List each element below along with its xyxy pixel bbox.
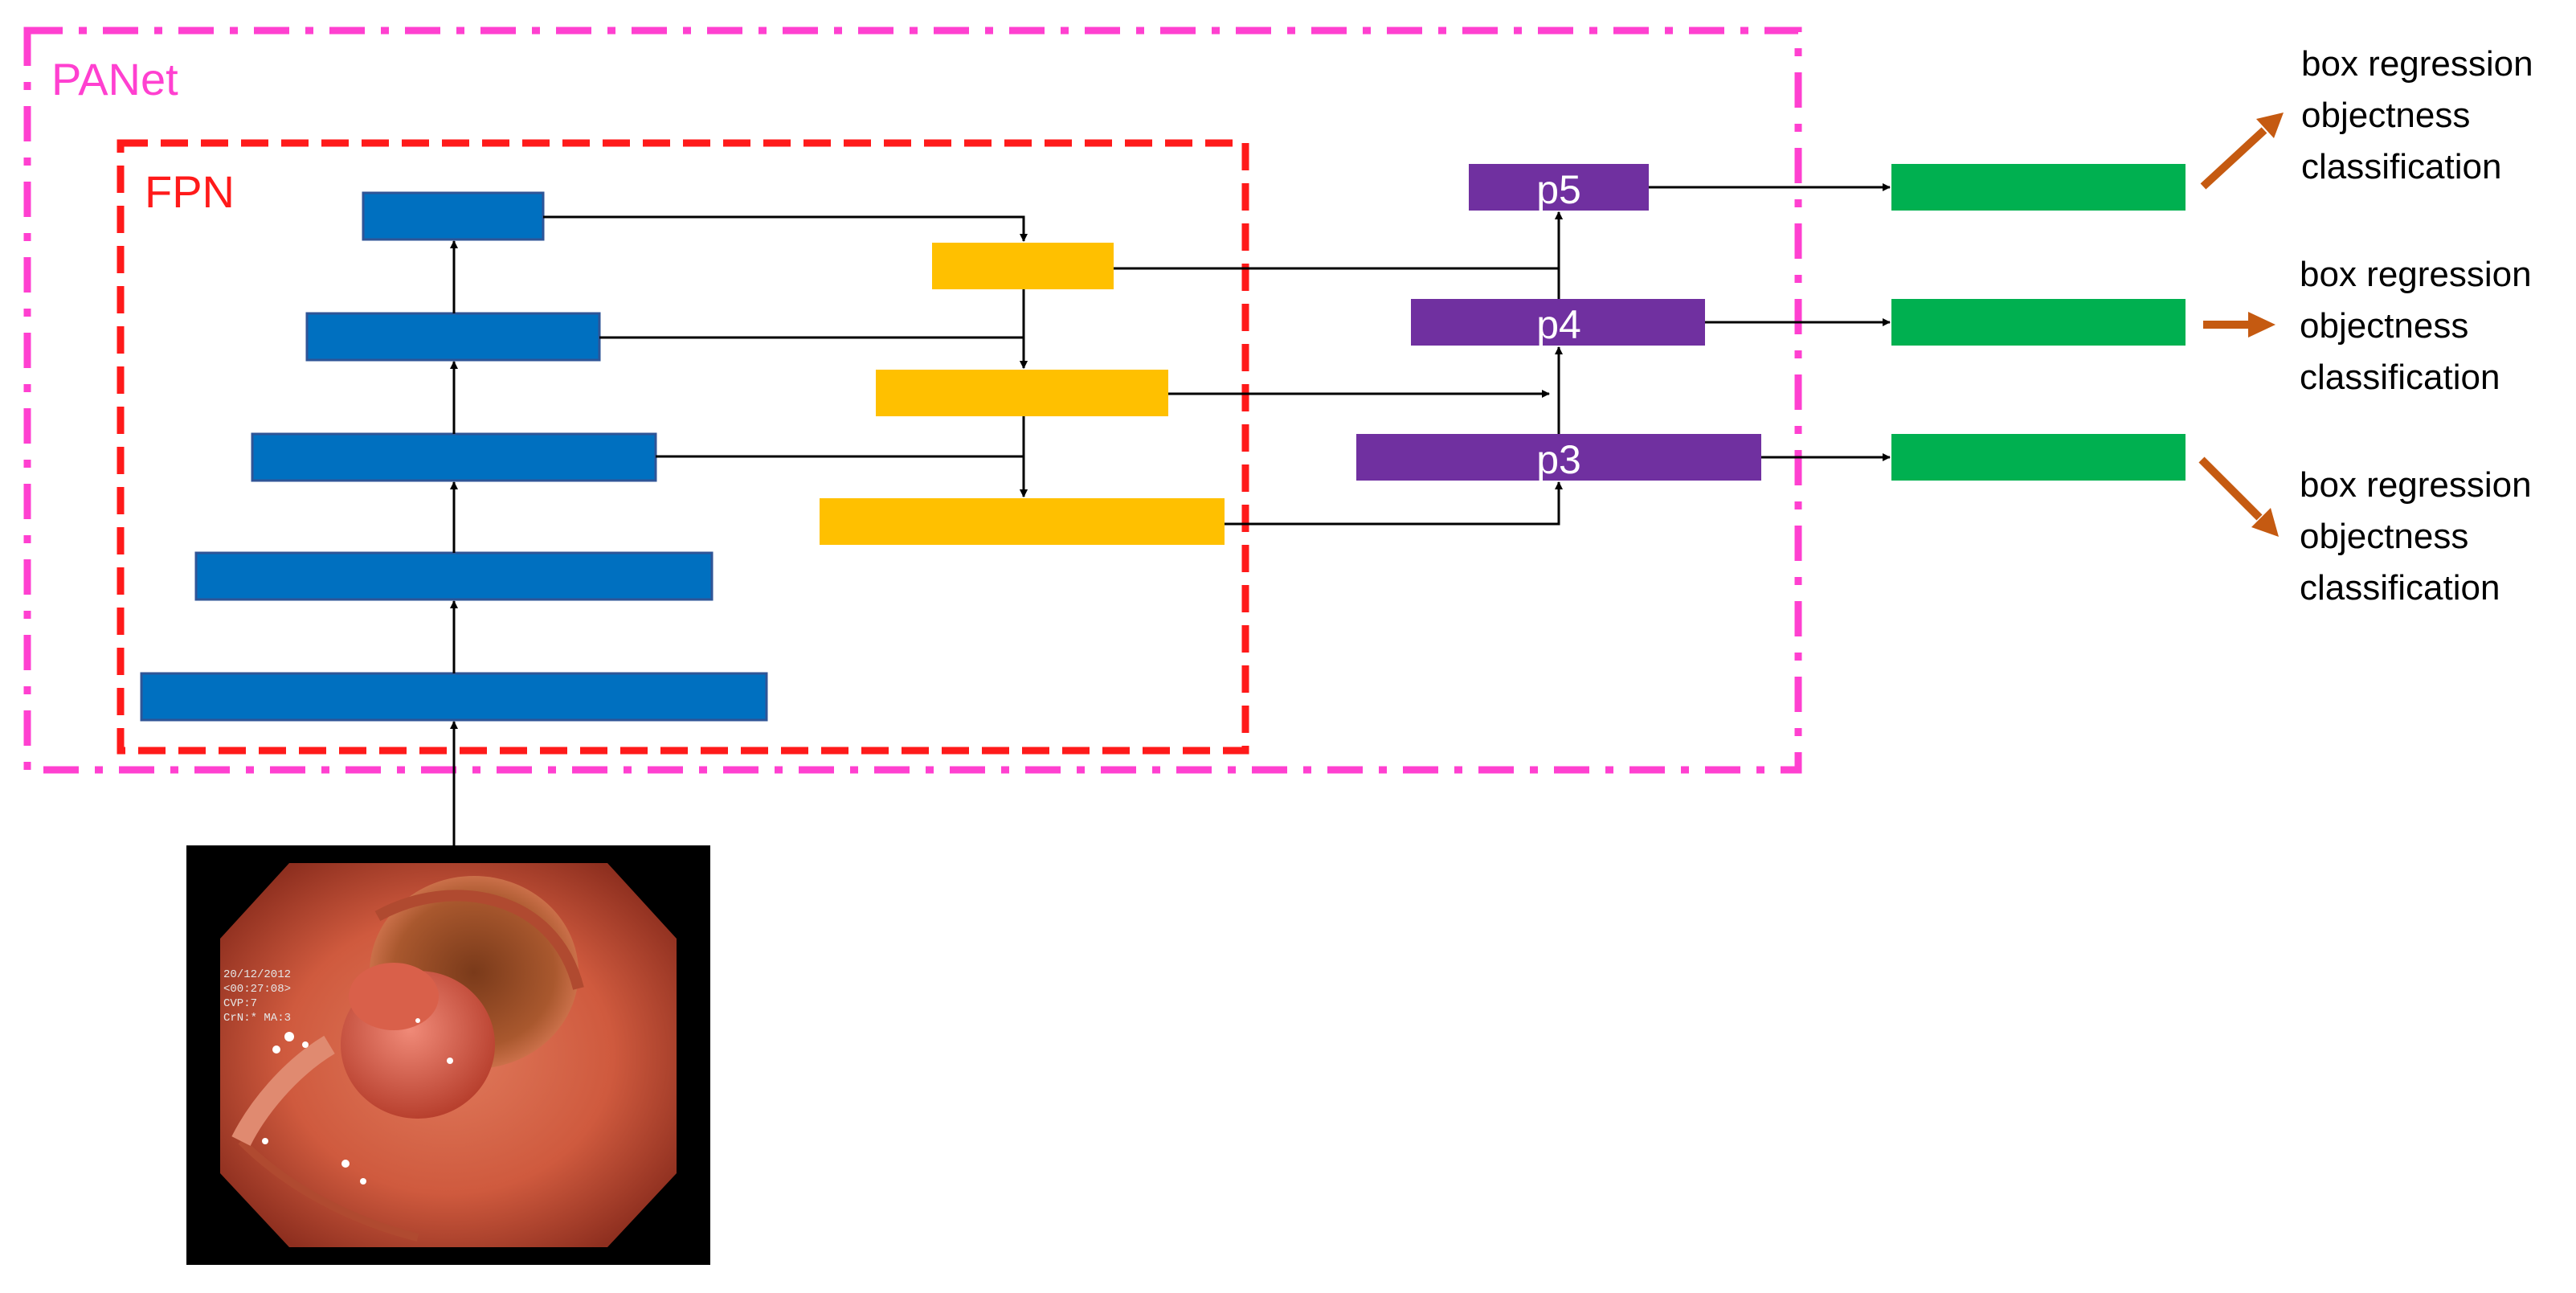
mucosal-fold xyxy=(374,890,584,990)
fpn-frame xyxy=(117,139,1249,755)
path-block-p3 xyxy=(1356,434,1761,481)
path-label-p4: p4 xyxy=(1536,302,1581,347)
head-3-line-3: classification xyxy=(2300,568,2500,608)
output-arrows xyxy=(2198,113,2284,537)
overlay-line-4: CrN:* MA:3 xyxy=(223,1012,291,1025)
output-arrow-3 xyxy=(2198,456,2263,521)
polyp xyxy=(349,963,439,1030)
head-2-line-3: classification xyxy=(2300,358,2500,397)
head-arrows xyxy=(1649,183,1891,461)
head-1-line-3: classification xyxy=(2301,147,2501,186)
path-label-p5: p5 xyxy=(1536,167,1581,212)
head-2-line-1: box regression xyxy=(2300,255,2532,294)
backbone-block-4 xyxy=(305,312,601,362)
panet-frame xyxy=(23,27,1802,774)
overlay-line-2: <00:27:08> xyxy=(223,983,291,996)
mucosal-fold xyxy=(238,1138,419,1242)
overlay-line-1: 20/12/2012 xyxy=(223,968,291,981)
head-block-1 xyxy=(1891,164,2186,211)
output-arrow-3-head xyxy=(2251,508,2279,537)
lateral-connections xyxy=(543,215,1028,497)
head-output-3: box regression objectness classification xyxy=(2300,465,2532,608)
topdown-block-3 xyxy=(820,498,1225,545)
specular-highlights xyxy=(262,1018,453,1185)
path-label-p3: p3 xyxy=(1536,437,1581,482)
output-arrow-1-head xyxy=(2256,113,2284,138)
panet-label: PANet xyxy=(51,54,178,104)
head-3-line-2: objectness xyxy=(2300,517,2468,556)
topdown-block-1 xyxy=(932,243,1114,289)
backbone-block-2 xyxy=(194,551,714,601)
head-output-2: box regression objectness classification xyxy=(2300,255,2532,397)
head-1-line-1: box regression xyxy=(2301,44,2533,84)
image-overlay-text: 20/12/2012 <00:27:08> CVP:7 CrN:* MA:3 xyxy=(223,968,291,1025)
head-block-2 xyxy=(1891,299,2186,346)
head-block-3 xyxy=(1891,434,2186,481)
path-block-p5 xyxy=(1469,164,1649,211)
backbone-block-3 xyxy=(251,432,657,482)
output-arrow-2-head xyxy=(2248,312,2275,338)
fpn-label: FPN xyxy=(145,166,235,217)
input-endoscopy-image: 20/12/2012 <00:27:08> CVP:7 CrN:* MA:3 xyxy=(186,845,710,1265)
head-3-line-1: box regression xyxy=(2300,465,2532,505)
head-output-1: box regression objectness classification xyxy=(2301,44,2533,186)
path-block-p4 xyxy=(1411,299,1705,346)
polyp-stalk xyxy=(231,1035,335,1146)
output-arrow-1 xyxy=(2200,127,2267,190)
head-1-line-2: objectness xyxy=(2301,96,2470,135)
topdown-block-2 xyxy=(876,370,1168,416)
backbone-block-5 xyxy=(362,191,545,241)
backbone-block-1 xyxy=(140,672,768,722)
overlay-line-3: CVP:7 xyxy=(223,997,257,1010)
aggregation-connections xyxy=(1114,211,1563,526)
head-2-line-2: objectness xyxy=(2300,306,2468,346)
